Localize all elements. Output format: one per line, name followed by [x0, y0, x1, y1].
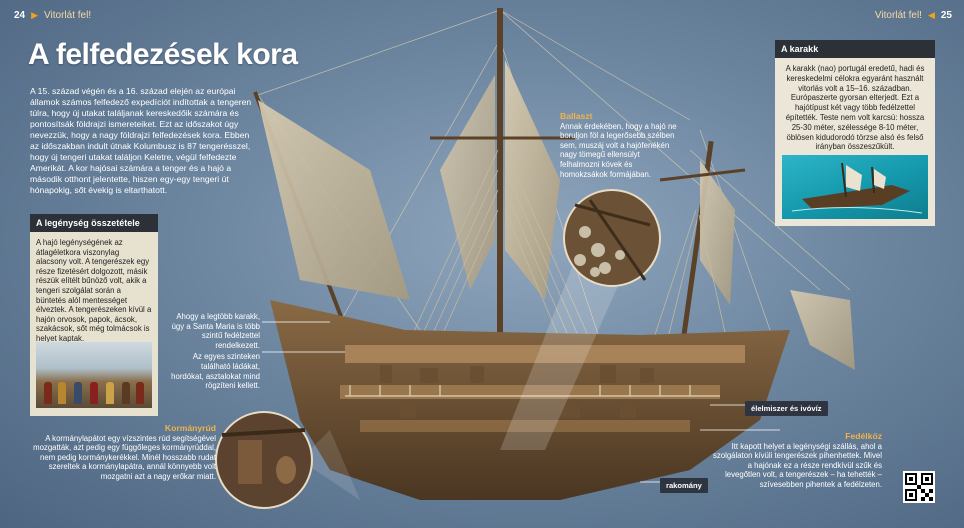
header-right: Vitorlát fel! ◀ 25 [875, 10, 952, 21]
qr-code-icon[interactable] [903, 471, 935, 503]
ballast-text: Annak érdekében, hogy a hajó ne boruljon… [560, 121, 677, 179]
fore-sail [700, 160, 735, 305]
intro-paragraph: A 15. század végén és a 16. század elejé… [30, 86, 252, 195]
crew-painting-image [36, 342, 152, 408]
ballast-zoom-circle [563, 189, 661, 287]
rudder-text: A kormánylapátot egy vízszintes rúd segí… [33, 433, 216, 481]
crew-box-text: A hajó legénységének az átlagéletkora vi… [36, 238, 152, 343]
karakk-ship-image [782, 155, 928, 219]
rudder-zoom-circle [215, 411, 313, 509]
provisions-tag: élelmiszer és ivóvíz [745, 401, 828, 416]
crew-info-box: A legénység összetétele A hajó legénység… [30, 214, 158, 416]
ballast-annotation: Ballaszt Annak érdekében, hogy a hajó ne… [560, 111, 680, 179]
main-sail-left [440, 75, 495, 290]
bow-sail [790, 290, 855, 370]
lower-deck-text: Itt kapott helyet a legénységi szállás, … [712, 441, 882, 489]
mizzen-sail [258, 100, 410, 300]
decks-text-2: Az egyes szinteken található ládákat, ho… [171, 352, 260, 391]
page-title: A felfedezések kora [28, 38, 298, 71]
cargo-tag: rakomány [660, 478, 708, 493]
karakk-info-box: A karakk A karakk (nao) portugál eredetű… [775, 40, 935, 226]
rudder-annotation: Kormányrúd A kormánylapátot egy vízszint… [30, 423, 216, 482]
decks-annotation: Ahogy a legtöbb karakk, úgy a Santa Mari… [168, 312, 260, 391]
page-number-right: 25 [940, 10, 952, 21]
section-label-right: Vitorlát fel! [874, 10, 922, 21]
triangle-right-icon: ▶ [31, 10, 39, 20]
page-number-left: 24 [14, 10, 26, 21]
lower-deck-annotation: Fedélköz Itt kapott helyet a legénységi … [712, 431, 882, 490]
header-left: 24 ▶ Vitorlát fel! [14, 10, 91, 21]
lower-deck-title: Fedélköz [845, 431, 882, 441]
main-sail-right [505, 60, 560, 300]
ballast-title: Ballaszt [560, 111, 593, 121]
section-label-left: Vitorlát fel! [44, 10, 92, 21]
page-header: 24 ▶ Vitorlát fel! Vitorlát fel! ◀ 25 [0, 0, 964, 24]
main-mast [497, 8, 503, 428]
decks-text-1: Ahogy a legtöbb karakk, úgy a Santa Mari… [171, 312, 260, 350]
karakk-box-text: A karakk (nao) portugál eredetű, hadi és… [785, 64, 925, 152]
crew-box-title: A legénység összetétele [30, 214, 158, 232]
triangle-left-icon: ◀ [927, 10, 935, 20]
karakk-box-title: A karakk [775, 40, 935, 58]
rudder-title: Kormányrúd [164, 423, 216, 433]
